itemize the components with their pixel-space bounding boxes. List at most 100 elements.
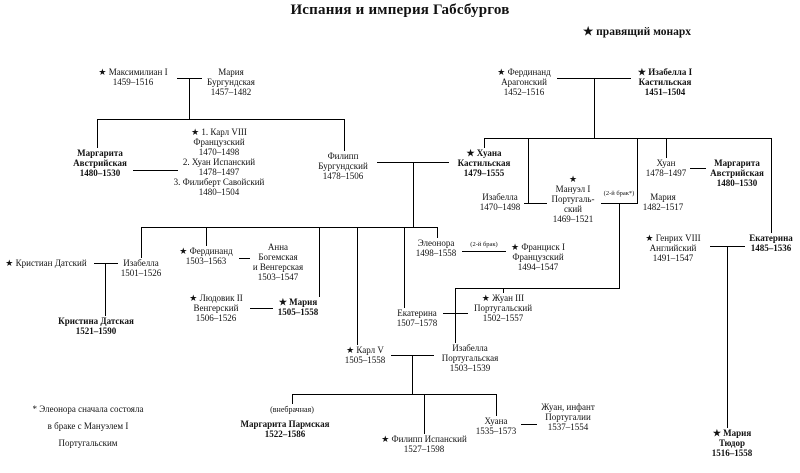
person-text-line: Екатерина — [397, 308, 437, 318]
person-text-line: 1503–1547 — [257, 272, 299, 282]
connector-line — [344, 119, 345, 151]
person-text-line: ★ Хуана — [466, 148, 502, 158]
person-text-line: Бургундский — [318, 161, 368, 171]
person-text-line: ★ Кристиан Датский — [5, 258, 87, 268]
person-text-line: 1469–1521 — [552, 214, 594, 224]
person-text-line: Изабелла — [123, 258, 159, 268]
person-text-line: ★ Карл V — [346, 345, 384, 355]
person-text-line: Тюдор — [719, 438, 745, 448]
person-text-line: 1480–1530 — [79, 168, 121, 178]
person-text-line: ★ Максимилиан I — [98, 67, 168, 77]
connector-line — [141, 227, 142, 258]
connector-line — [637, 138, 638, 204]
connector-line — [524, 203, 547, 204]
marriage-label-second-marriage-eleonora: (2-й брак) — [470, 241, 498, 248]
person-text-line: ★ Жуан III — [481, 293, 525, 303]
connector-line — [503, 288, 504, 293]
person-text-line: ★ Людовик II — [189, 293, 243, 303]
person-text-line: 1521–1590 — [75, 326, 117, 336]
person-text-line: 2. Хуан Испанский — [182, 157, 256, 167]
person-text-line: 1457–1482 — [210, 87, 252, 97]
connector-line — [594, 78, 595, 139]
footnote-line: в браке с Мануэлем I — [47, 421, 129, 431]
person-text-line: 1516–1558 — [711, 448, 753, 458]
person-text-line: 1451–1504 — [644, 87, 686, 97]
person-text-line: 1501–1526 — [120, 268, 162, 278]
person-text-line: Португальский — [473, 303, 533, 313]
person-text-line: ★ Франциск I — [511, 242, 565, 252]
connector-line — [404, 227, 405, 308]
person-text-line: Португалии — [545, 412, 591, 422]
person-text-line: Хуан — [656, 158, 676, 168]
person-text-line: Бургундская — [207, 77, 255, 87]
person-text-line: ★ Фердинанд — [179, 246, 233, 256]
person-text-line: 1505–1558 — [344, 355, 386, 365]
person-text-line: Анна — [267, 242, 289, 252]
person-text-line: Австрийская — [710, 168, 764, 178]
person-text-line: Кристина Датская — [58, 316, 134, 326]
person-text-line: Мануэл I — [555, 184, 591, 194]
marriage-label-second-marriage-manuel: (2-й брак*) — [603, 190, 635, 197]
connector-line — [357, 227, 358, 345]
person-text-line: Маргарита Пармская — [240, 419, 330, 429]
person-text-line: 1480–1504 — [198, 187, 240, 197]
person-text-line: 1527–1598 — [403, 444, 445, 454]
marriage-label-illegitimate-note: (внебрачная) — [270, 405, 314, 414]
person-text-line: Маргарита — [714, 158, 760, 168]
person-text-line: 1537–1554 — [547, 422, 589, 432]
person-text-line: 1507–1578 — [396, 318, 438, 328]
person-text-line: и Венгерская — [252, 262, 304, 272]
person-text-line: 1506–1526 — [195, 313, 237, 323]
person-text-line: Екатерина — [749, 233, 793, 243]
person-text-line: Мария — [218, 67, 244, 77]
connector-line — [292, 394, 497, 395]
person-text-line: 1478–1497 — [645, 168, 687, 178]
connector-line — [437, 227, 438, 238]
connector-line — [455, 288, 620, 289]
chart-title: Испания и империя Габсбургов — [290, 2, 510, 18]
person-text-line: Английский — [649, 243, 697, 253]
footnote-eleonora: * Элеонора сначала состояла в браке с Ма… — [33, 401, 144, 452]
connector-line — [528, 138, 529, 204]
person-text-line: Хуана — [484, 416, 508, 426]
person-text-line: Французский — [193, 137, 245, 147]
person-text-line: Филипп — [327, 151, 359, 161]
person-text-line: ★ 1. Карл VIII — [191, 127, 247, 137]
connector-line — [105, 263, 106, 316]
person-text-line: Австрийская — [73, 158, 127, 168]
connector-line — [690, 168, 706, 169]
person-text-line: 1479–1555 — [463, 168, 505, 178]
connector-line — [97, 119, 345, 120]
connector-line — [239, 258, 250, 259]
person-text-line: 1494–1547 — [517, 262, 559, 272]
person-text-line: ★ Генрих VIII — [645, 233, 701, 243]
connector-line — [666, 138, 667, 158]
person-text-line: 1491–1547 — [652, 253, 694, 263]
person-text-line: 1478–1497 — [198, 167, 240, 177]
connector-line — [619, 203, 620, 289]
connector-line — [496, 394, 497, 416]
